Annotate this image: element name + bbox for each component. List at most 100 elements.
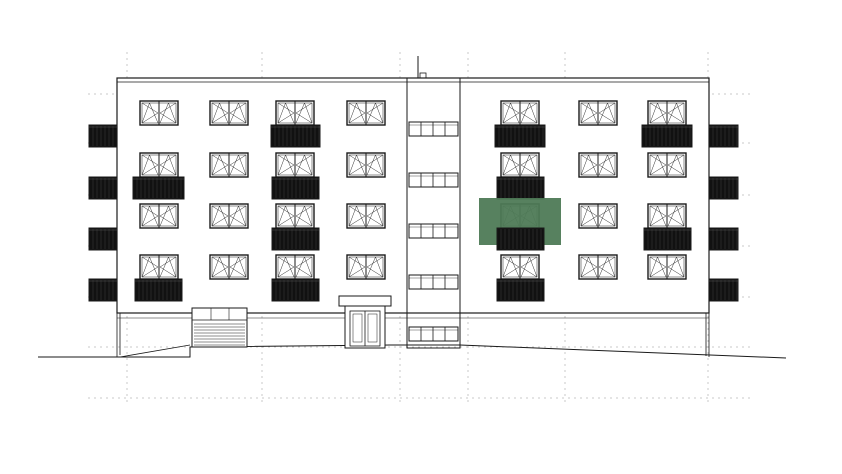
window bbox=[578, 254, 618, 280]
window-opening-left bbox=[211, 154, 229, 176]
window-opening-left bbox=[502, 256, 520, 278]
window-opening-right bbox=[520, 154, 538, 176]
window-opening-right bbox=[159, 205, 177, 227]
balcony bbox=[708, 227, 739, 251]
window bbox=[578, 100, 618, 126]
window bbox=[275, 152, 315, 178]
window-opening-right bbox=[598, 256, 616, 278]
balcony bbox=[270, 124, 321, 148]
window-opening-left bbox=[211, 205, 229, 227]
window bbox=[209, 152, 249, 178]
window bbox=[275, 203, 315, 229]
entrance-door-glass-right bbox=[367, 313, 378, 343]
window bbox=[647, 203, 687, 229]
window bbox=[647, 254, 687, 280]
window-opening-left bbox=[277, 154, 295, 176]
window bbox=[346, 152, 386, 178]
window bbox=[139, 152, 179, 178]
balcony-railing bbox=[708, 124, 739, 148]
window-opening-left bbox=[211, 256, 229, 278]
window-opening-right bbox=[295, 256, 313, 278]
window-opening-right bbox=[366, 256, 384, 278]
window-opening-left bbox=[141, 205, 159, 227]
balcony-railing bbox=[708, 176, 739, 200]
window bbox=[346, 254, 386, 280]
staircase-window-frame bbox=[408, 223, 459, 239]
balcony bbox=[134, 278, 183, 302]
window-opening-left bbox=[277, 102, 295, 124]
balcony-railing bbox=[88, 278, 118, 302]
window bbox=[500, 254, 540, 280]
window bbox=[346, 100, 386, 126]
balcony-railing bbox=[88, 124, 118, 148]
window-opening-left bbox=[502, 102, 520, 124]
window-opening-right bbox=[667, 102, 685, 124]
balcony bbox=[496, 278, 545, 302]
window-opening-left bbox=[348, 256, 366, 278]
staircase-window bbox=[408, 172, 459, 188]
balcony bbox=[271, 176, 320, 200]
window bbox=[500, 100, 540, 126]
window-opening-right bbox=[667, 205, 685, 227]
window-opening-left bbox=[580, 205, 598, 227]
plinth-walls bbox=[116, 313, 710, 357]
window bbox=[139, 254, 179, 280]
balcony-railing bbox=[641, 124, 693, 148]
window-opening-left bbox=[277, 205, 295, 227]
window-opening-left bbox=[649, 256, 667, 278]
window bbox=[647, 152, 687, 178]
staircase-window bbox=[408, 121, 459, 137]
window-opening-right bbox=[598, 205, 616, 227]
entrance-door-glass-left bbox=[352, 313, 363, 343]
window-opening-left bbox=[141, 256, 159, 278]
staircase-window-frame bbox=[408, 326, 459, 342]
balcony-railing bbox=[708, 227, 739, 251]
balcony bbox=[708, 278, 739, 302]
balcony bbox=[88, 227, 118, 251]
window bbox=[275, 254, 315, 280]
window-opening-right bbox=[520, 102, 538, 124]
staircase-window bbox=[408, 326, 459, 342]
window bbox=[209, 100, 249, 126]
ground-line bbox=[38, 344, 787, 359]
window-opening-right bbox=[159, 102, 177, 124]
window bbox=[139, 203, 179, 229]
balcony bbox=[494, 124, 546, 148]
window bbox=[346, 203, 386, 229]
highlighted-unit bbox=[479, 198, 561, 251]
window-opening-left bbox=[211, 102, 229, 124]
window-opening-right bbox=[229, 102, 247, 124]
window bbox=[578, 203, 618, 229]
window-opening-right bbox=[295, 102, 313, 124]
balcony-railing bbox=[270, 124, 321, 148]
balcony-railing bbox=[88, 227, 118, 251]
balcony bbox=[708, 176, 739, 200]
balcony bbox=[132, 176, 185, 200]
window-opening-right bbox=[229, 154, 247, 176]
window-opening-left bbox=[649, 102, 667, 124]
balcony-railing bbox=[88, 176, 118, 200]
window-opening-right bbox=[366, 205, 384, 227]
balcony bbox=[708, 124, 739, 148]
entrance bbox=[191, 295, 392, 349]
balcony-railing bbox=[708, 278, 739, 302]
window-opening-right bbox=[295, 154, 313, 176]
staircase-window-frame bbox=[408, 172, 459, 188]
staircase-shaft bbox=[406, 77, 461, 349]
window-opening-right bbox=[520, 256, 538, 278]
window-opening-right bbox=[295, 205, 313, 227]
window-opening-left bbox=[580, 102, 598, 124]
staircase-core bbox=[406, 77, 461, 349]
balcony bbox=[643, 227, 692, 251]
ground-line bbox=[38, 344, 787, 359]
balcony bbox=[271, 278, 320, 302]
window-opening-left bbox=[348, 154, 366, 176]
window-opening-right bbox=[159, 154, 177, 176]
window-opening-left bbox=[348, 205, 366, 227]
balcony bbox=[88, 278, 118, 302]
entrance-canopy bbox=[338, 295, 392, 307]
balcony bbox=[88, 176, 118, 200]
window-opening-right bbox=[667, 154, 685, 176]
